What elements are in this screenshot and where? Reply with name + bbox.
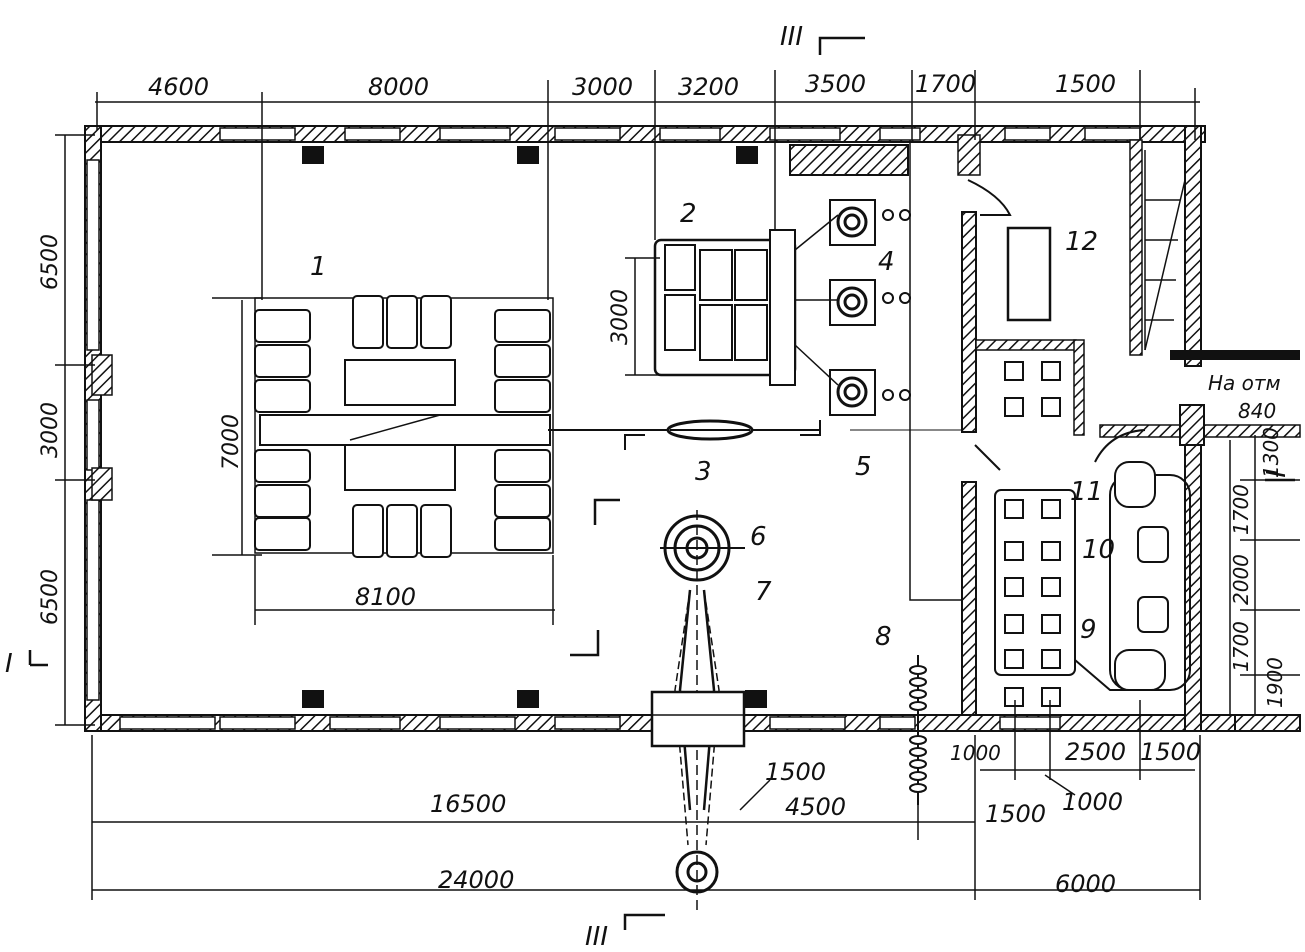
dim-transformer-3000: 3000 [608, 289, 633, 345]
label-4: 4 [878, 247, 895, 277]
label-2: 2 [680, 199, 697, 229]
switchgear-9-10-11 [994, 361, 1191, 707]
interior-walls [850, 134, 1301, 732]
dim-bottom-1500-a: 1500 [765, 758, 826, 786]
dim-right-2000: 2000 [1229, 554, 1253, 605]
dim-top-1500: 1500 [1055, 70, 1116, 98]
dim-level-840: 840 [1238, 399, 1276, 423]
dimension-text-bottom: 16500 1500 4500 1500 24000 6000 1000 250… [430, 738, 1201, 898]
section-mark-right: I [1259, 470, 1289, 478]
control-panel-12 [1006, 226, 1052, 322]
label-10: 10 [1082, 535, 1115, 565]
dimension-lines [55, 70, 1300, 900]
section-mark-bottom: III [585, 922, 608, 952]
dim-bottom-2500: 2500 [1065, 738, 1126, 766]
label-8: 8 [875, 622, 892, 652]
line-portal-6-7 [650, 510, 746, 910]
transformer-2 [653, 229, 797, 386]
dim-right-1700-b: 1700 [1229, 621, 1253, 672]
dim-top-8000: 8000 [368, 73, 429, 101]
dim-group-7000: 7000 [219, 414, 244, 470]
label-5: 5 [855, 452, 872, 482]
dimension-text-left: 6500 3000 6500 [38, 234, 63, 625]
corner-marks [570, 498, 620, 657]
dim-bottom-1500-b: 1500 [985, 800, 1046, 828]
insulator-string-8 [909, 655, 927, 805]
label-3: 3 [695, 457, 712, 487]
label-6: 6 [750, 522, 767, 552]
label-9: 9 [1080, 615, 1097, 645]
section-mark-top: III [780, 22, 803, 52]
dimension-text-right: 1300 1700 2000 1700 1900 [1229, 427, 1287, 708]
dim-top-3000: 3000 [572, 73, 633, 101]
dim-group-8100: 8100 [355, 583, 416, 611]
dim-bottom-16500: 16500 [430, 790, 506, 818]
dim-left-3000: 3000 [38, 402, 63, 458]
dim-left-6500-b: 6500 [38, 569, 63, 625]
note-level: На отм [1208, 371, 1281, 395]
label-7: 7 [755, 577, 772, 607]
dim-right-1300: 1300 [1259, 427, 1283, 478]
dimension-text-inner: 3000 7000 8100 840 На отм [219, 289, 1281, 611]
item-labels: 1 2 3 4 5 6 7 8 9 10 11 12 [310, 199, 1115, 652]
dim-top-1700: 1700 [915, 70, 976, 98]
dim-top-3500: 3500 [805, 70, 866, 98]
dim-bottom-1000-a: 1000 [950, 741, 1001, 765]
dim-bottom-4500: 4500 [785, 793, 846, 821]
label-1: 1 [310, 252, 327, 282]
dim-bottom-1000-b: 1000 [1062, 788, 1123, 816]
battery-group-1 [254, 295, 554, 558]
section-marks [28, 36, 1295, 930]
bushings-4-5 [789, 144, 911, 416]
dim-bottom-24000: 24000 [438, 866, 514, 894]
dim-top-3200: 3200 [678, 73, 739, 101]
section-mark-left: I [5, 649, 13, 679]
label-11: 11 [1070, 477, 1103, 507]
label-12: 12 [1065, 227, 1098, 257]
bus-connector-3 [548, 419, 821, 450]
dimension-text-top: 4600 8000 3000 3200 3500 1700 1500 [148, 70, 1116, 101]
dim-bottom-1500-c: 1500 [1140, 738, 1201, 766]
dim-left-6500-a: 6500 [38, 234, 63, 290]
dim-right-1700-a: 1700 [1229, 484, 1253, 535]
dim-bottom-6000: 6000 [1055, 870, 1116, 898]
dim-top-4600: 4600 [148, 73, 209, 101]
dim-right-1900: 1900 [1263, 657, 1287, 708]
